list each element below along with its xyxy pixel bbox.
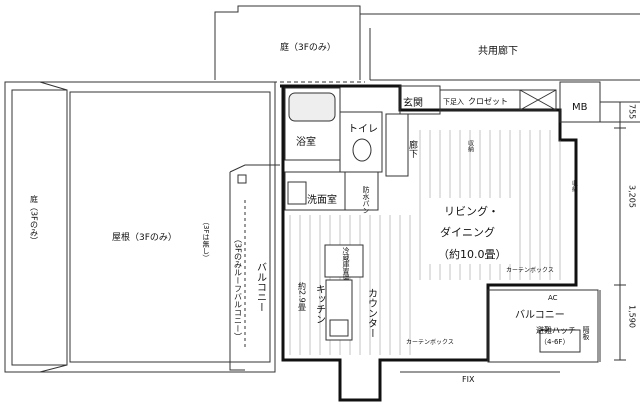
kitchen-area-label: 約2.9畳	[298, 281, 307, 311]
mb-label: MB	[572, 102, 588, 113]
evac-hatch-label-1: 避難ハッチ	[536, 325, 576, 335]
fridge-area	[324, 244, 364, 278]
garden-left-label: 庭（3Fのみ）	[30, 194, 39, 245]
ldk-label-1: リビング・	[444, 204, 499, 218]
not-3f-label: （3Fは無し）	[202, 218, 210, 261]
hall-label: 廊下	[407, 139, 418, 159]
curtain-box-bottom-label: カーテンボックス	[406, 338, 454, 346]
storage-left-label: 収納	[467, 140, 474, 153]
roof-label: 屋根（3Fのみ）	[112, 231, 177, 243]
ldk-label-bg	[428, 198, 514, 264]
entrance-zone	[399, 81, 640, 123]
entrance-label: 玄関	[403, 96, 423, 109]
roof-area	[4, 81, 276, 373]
counter-label: カウンター	[366, 288, 378, 338]
shoe-box-label: 下足入	[443, 98, 464, 106]
balcony-right-label: バルコニー	[515, 309, 565, 321]
balcony-right-area	[487, 289, 601, 363]
hallway	[385, 113, 409, 177]
dim-label-1: 755	[628, 104, 637, 119]
roof-balcony-label: （3Fのみルーフバルコニー）	[234, 235, 243, 341]
corridor-area	[369, 28, 640, 81]
evac-hatch-label-2: （4-6F）	[540, 338, 569, 346]
corridor-label: 共用廊下	[478, 44, 518, 57]
kitchen-label: キッチン	[314, 284, 325, 324]
toilet-room	[339, 111, 383, 173]
dim-label-3: 1,590	[628, 305, 637, 328]
ldk-label-3: （約10.0畳）	[438, 247, 507, 261]
bath-room	[284, 87, 341, 161]
waterproof-pan-label: 防水パン	[362, 185, 370, 214]
washroom	[284, 171, 379, 211]
balcony-left-label: バルコニー	[255, 262, 267, 312]
closet-label: クロゼット	[468, 96, 508, 106]
dim-label-2: 3,205	[628, 185, 637, 208]
ldk-label-2: ダイニング	[440, 225, 495, 239]
bath-label: 浴室	[296, 135, 316, 148]
dimension-line	[614, 101, 626, 361]
ac-label: AC	[548, 294, 558, 302]
washroom-label: 洗面室	[307, 193, 337, 206]
partition-label: 隔板	[582, 325, 590, 341]
curtain-box-mid-label: カーテンボックス	[506, 266, 554, 274]
garden-top-area	[210, 5, 640, 83]
garden-top-label: 庭（3Fのみ）	[280, 41, 336, 53]
storage-right-label: 収納	[571, 180, 578, 193]
fridge-label: 冷蔵庫置場	[342, 246, 350, 283]
toilet-label: トイレ	[348, 124, 378, 135]
balcony-left-area	[229, 164, 280, 371]
sink	[329, 319, 349, 337]
fix-label: FIX	[462, 375, 475, 384]
